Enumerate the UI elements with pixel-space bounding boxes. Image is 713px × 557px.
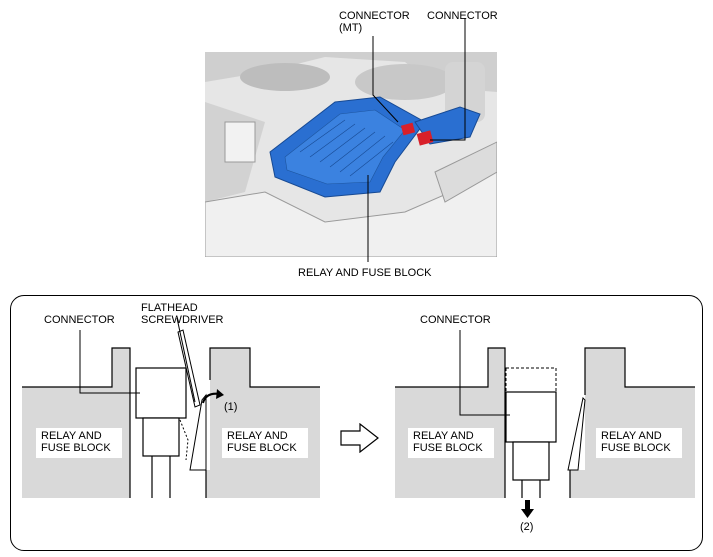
relay-fuse-block-left-step1: RELAY AND FUSE BLOCK (41, 430, 111, 454)
next-step-arrow-icon (340, 423, 379, 453)
relay-fuse-block-right-step1: RELAY AND FUSE BLOCK (227, 430, 297, 454)
connector-label-top: CONNECTOR (427, 10, 498, 22)
step-1-label: (1) (224, 401, 238, 413)
screwdriver-label: FLATHEAD SCREWDRIVER (141, 302, 224, 326)
procedure-panel (10, 295, 703, 551)
relay-fuse-block-left-step2: RELAY AND FUSE BLOCK (413, 430, 483, 454)
relay-fuse-block-right-step2: RELAY AND FUSE BLOCK (601, 430, 671, 454)
connector-label-step2: CONNECTOR (420, 314, 491, 326)
step-2-label: (2) (520, 521, 534, 533)
relay-fuse-block-label-top: RELAY AND FUSE BLOCK (298, 267, 432, 279)
engine-bay-illustration (205, 52, 497, 257)
connector-label-step1: CONNECTOR (44, 314, 115, 326)
connector-mt-label: CONNECTOR (MT) (339, 10, 410, 34)
